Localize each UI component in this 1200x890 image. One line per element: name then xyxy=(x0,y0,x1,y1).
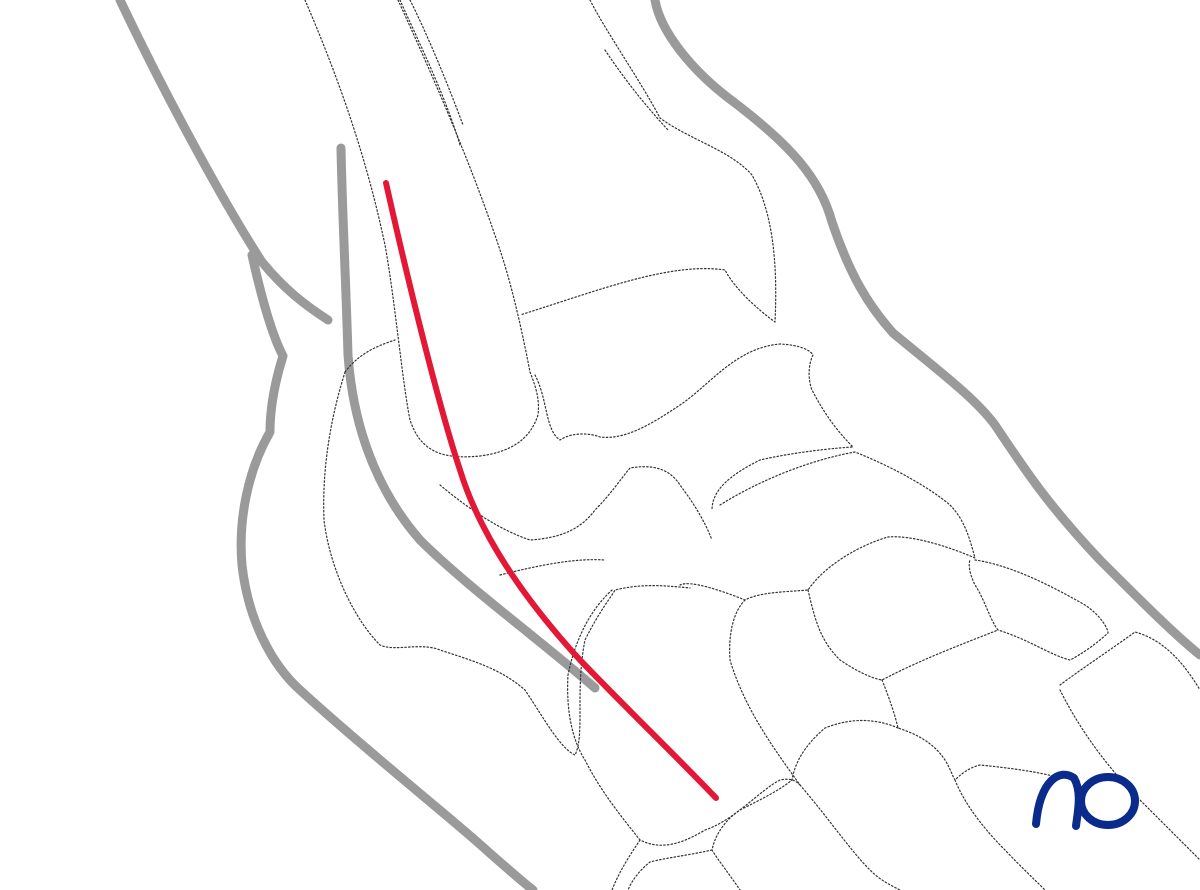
tendon-outline-achilles xyxy=(336,143,600,693)
metatarsal-base-outline xyxy=(881,679,1061,781)
calcaneus-outline xyxy=(323,371,691,756)
fifth-metatarsal-outline xyxy=(611,839,641,890)
metatarsal-shaft-2 xyxy=(1059,689,1200,861)
metatarsal-shaft-3 xyxy=(711,719,899,890)
ao-logo-letter-o xyxy=(1077,773,1139,829)
bone-outline-group xyxy=(304,0,1200,890)
tibia-shaft-line-2 xyxy=(399,0,461,146)
cuneiform-outline xyxy=(807,559,999,681)
tibia-anterior-line xyxy=(604,49,669,131)
lateral-incision-line xyxy=(383,180,719,801)
ao-logo: AO xyxy=(1032,770,1139,830)
talus-outline xyxy=(534,343,854,511)
fifth-metatarsal-outline-2 xyxy=(627,849,713,890)
metatarsal-shaft-4 xyxy=(954,779,1046,890)
skin-outline-dorsum xyxy=(650,0,1200,660)
metatarsal-shaft-5 xyxy=(799,784,901,890)
navicular-outline xyxy=(679,451,976,601)
cuneiform-outline-2 xyxy=(974,559,1109,661)
calcaneus-upper-line xyxy=(344,339,396,373)
skin-outline-upper-leg-posterior xyxy=(115,0,333,325)
tibia-distal-outline xyxy=(519,0,777,323)
subtalar-line xyxy=(439,466,713,541)
ao-logo-letter-a xyxy=(1032,770,1083,830)
cuboid-outline xyxy=(567,589,801,846)
tibia-shaft-line xyxy=(409,0,464,126)
skin-outline-group xyxy=(115,0,1200,890)
sustentaculum-line xyxy=(499,559,606,576)
fibula-outline xyxy=(304,0,540,458)
skin-outline-heel xyxy=(236,250,538,890)
